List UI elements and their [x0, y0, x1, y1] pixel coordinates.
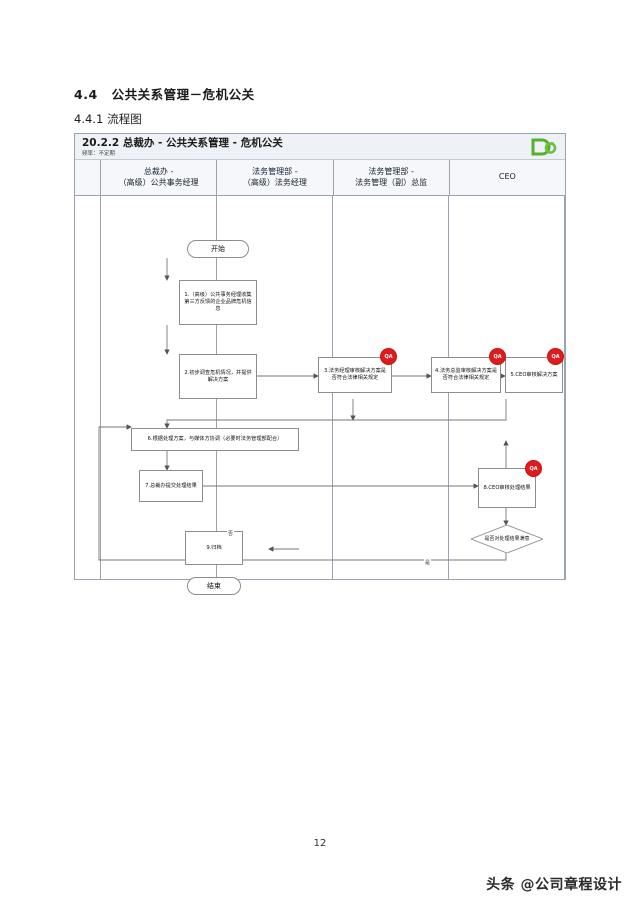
lane-label-line2: （高级）法务经理 — [242, 177, 307, 187]
lane-header-presidents-office: 总裁办 - （高级）公共事务经理 — [101, 160, 218, 195]
lane-body: 开始 1.（高级）公共事务经理收集第三方反馈的企业品牌危机信息 2.初步调查危机… — [75, 196, 565, 595]
node-step-1[interactable]: 1.（高级）公共事务经理收集第三方反馈的企业品牌危机信息 — [179, 280, 257, 325]
lane-label-line2: 法务管理（副）总监 — [355, 177, 428, 187]
section-title: 公共关系管理－危机公关 — [111, 87, 255, 102]
page-number: 12 — [313, 838, 327, 849]
lane-header-ceo: CEO — [450, 160, 565, 195]
lane-header-legal-manager: 法务管理部 - （高级）法务经理 — [217, 160, 334, 195]
node-step-9[interactable]: 9.归档 — [185, 531, 243, 565]
node-step-6[interactable]: 6.根据处理方案，与媒体方协调（必要时法务管理部配合） — [131, 428, 299, 451]
decision-label: 是否对处理结果满意 — [484, 535, 530, 542]
lane-column-ceo — [449, 196, 565, 579]
lane-label-line1: 法务管理部 - — [368, 167, 414, 176]
lane-label-line2: （高级）公共事务经理 — [118, 177, 199, 187]
lane-label-line1: 总裁办 - — [143, 167, 174, 176]
node-step-2[interactable]: 2.初步调查危机情况，并提供解决方案 — [179, 354, 257, 399]
qa-badge-step-8: QA — [525, 460, 542, 477]
flowchart-frequency: 频率：不定期 — [82, 151, 116, 157]
lane-header-row: 总裁办 - （高级）公共事务经理 法务管理部 - （高级）法务经理 法务管理部 … — [75, 160, 565, 196]
node-step-3[interactable]: 3.法务经理审核解决方案是否符合法律相关规定 — [318, 357, 392, 393]
subsection-number: 4.4.1 — [74, 112, 104, 126]
lane-label-line1: CEO — [498, 172, 516, 182]
node-start[interactable]: 开始 — [187, 240, 249, 258]
edge-label-yes: 是 — [424, 559, 432, 566]
lane-label-line1: 法务管理部 - — [252, 167, 298, 176]
d-circle-logo — [531, 138, 557, 156]
page-title: 4.4 公共关系管理－危机公关 — [74, 84, 255, 103]
flowchart-title: 20.2.2 总裁办 - 公共关系管理 - 危机公关 — [82, 137, 283, 149]
node-step-4[interactable]: 4.法务总监审核解决方案是否符合法律相关规定 — [431, 357, 501, 393]
qa-badge-step-4: QA — [489, 348, 506, 365]
edge-label-no: 否 — [227, 530, 235, 537]
node-decision-satisfied[interactable]: 是否对处理结果满意 — [471, 525, 543, 553]
lane-header-stub — [75, 160, 101, 195]
node-step-7[interactable]: 7.总裁办提交处理结果 — [139, 470, 203, 502]
section-number: 4.4 — [74, 87, 98, 102]
qa-badge-step-3: QA — [380, 348, 397, 365]
subsection-title: 流程图 — [107, 112, 142, 126]
node-end[interactable]: 结束 — [187, 577, 241, 595]
flowchart-title-bar: 20.2.2 总裁办 - 公共关系管理 - 危机公关 频率：不定期 — [75, 134, 565, 160]
lane-header-legal-director: 法务管理部 - 法务管理（副）总监 — [334, 160, 450, 195]
watermark: 头条 @公司章程设计 — [486, 877, 622, 893]
qa-badge-step-5: QA — [547, 348, 564, 365]
node-step-8[interactable]: 8.CEO审核处理结果 — [478, 468, 536, 508]
lane-body-stub — [75, 196, 101, 579]
flowchart-container: 20.2.2 总裁办 - 公共关系管理 - 危机公关 频率：不定期 总裁办 - … — [74, 133, 566, 595]
